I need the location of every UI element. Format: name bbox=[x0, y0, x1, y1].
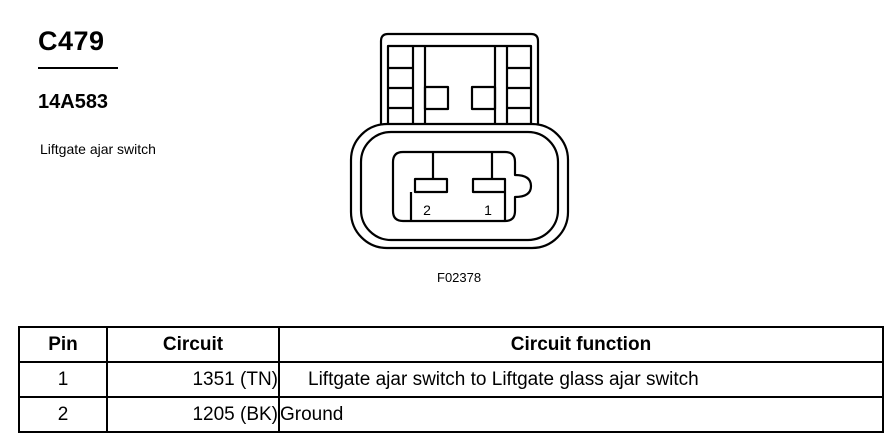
table-header-row: Pin Circuit Circuit function bbox=[18, 326, 884, 363]
function-cell: Ground bbox=[278, 396, 884, 433]
pin-table: Pin Circuit Circuit function 1 1351 (TN)… bbox=[18, 326, 884, 433]
circuit-cell: 1351 (TN) bbox=[106, 361, 280, 398]
pin-cell: 1 bbox=[18, 361, 108, 398]
connector-latch bbox=[379, 32, 540, 124]
connector-id: C479 bbox=[38, 26, 105, 56]
latch-slot-right bbox=[470, 85, 497, 111]
figure-code: F02378 bbox=[437, 270, 482, 285]
pin-label-1: 1 bbox=[484, 202, 492, 218]
connector-diagram: 2 1 bbox=[349, 32, 570, 250]
latch-slot-left bbox=[423, 85, 450, 111]
header-pin: Pin bbox=[18, 326, 108, 363]
connector-body-inner bbox=[359, 130, 560, 242]
circuit-cell: 1205 (BK) bbox=[106, 396, 280, 433]
connector-description: Liftgate ajar switch bbox=[40, 141, 156, 157]
pin-cell: 2 bbox=[18, 396, 108, 433]
table-row: 2 1205 (BK) Ground bbox=[18, 396, 884, 433]
connector-body-outer bbox=[349, 122, 570, 250]
connector-latch-inner bbox=[386, 44, 533, 124]
function-cell: Liftgate ajar switch to Liftgate glass a… bbox=[278, 361, 884, 398]
header-circuit: Circuit bbox=[106, 326, 280, 363]
terminal-pin-1 bbox=[471, 152, 507, 221]
pin-label-2: 2 bbox=[423, 202, 431, 218]
connector-id-underline bbox=[38, 67, 118, 69]
header-function: Circuit function bbox=[278, 326, 884, 363]
part-number: 14A583 bbox=[38, 91, 109, 113]
table-row: 1 1351 (TN) Liftgate ajar switch to Lift… bbox=[18, 361, 884, 398]
terminal-pin-2 bbox=[409, 152, 449, 221]
pin-cavity bbox=[391, 150, 533, 223]
